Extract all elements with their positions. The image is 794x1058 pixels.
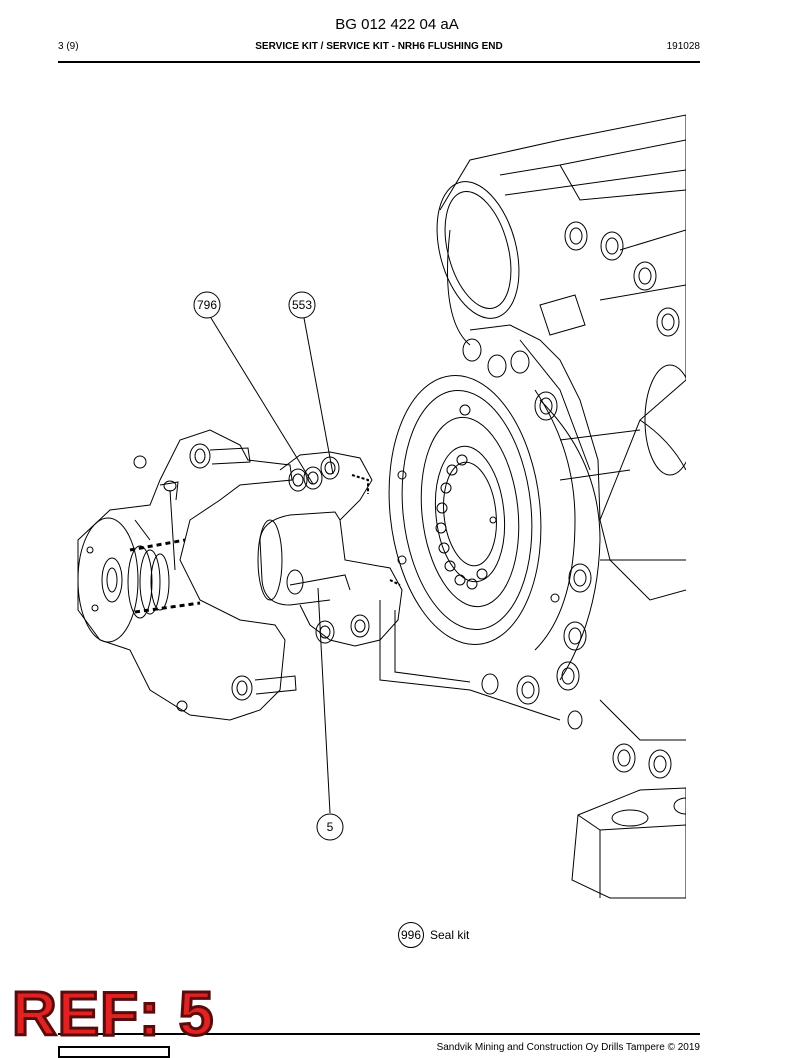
callout-5: 5 (316, 813, 344, 841)
legend-seal-kit: 996 Seal kit (398, 922, 469, 948)
document-number: BG 012 422 04 aA (335, 16, 459, 33)
header-rule (58, 61, 700, 63)
pump-housing (379, 114, 686, 899)
legend-label: Seal kit (430, 928, 470, 942)
leader-lines (210, 317, 334, 814)
ref-stamp: REF: 5 (10, 980, 215, 1049)
page-index: 3 (9) (58, 41, 79, 52)
legend-number: 996 (398, 922, 424, 948)
callout-796: 796 (193, 291, 221, 319)
footer-copyright: Sandvik Mining and Construction Oy Drill… (436, 1042, 700, 1053)
header-row: 3 (9) SERVICE KIT / SERVICE KIT - NRH6 F… (58, 41, 700, 55)
callout-5-label: 5 (327, 820, 334, 834)
callout-553-label: 553 (292, 298, 312, 312)
footer-rule (58, 1033, 700, 1035)
callout-796-label: 796 (197, 298, 217, 312)
callout-553: 553 (288, 291, 316, 319)
seal-housing (77, 429, 297, 721)
sleeve-part (257, 451, 403, 647)
header-date: 191028 (666, 41, 700, 52)
header-title: SERVICE KIT / SERVICE KIT - NRH6 FLUSHIN… (255, 41, 503, 52)
